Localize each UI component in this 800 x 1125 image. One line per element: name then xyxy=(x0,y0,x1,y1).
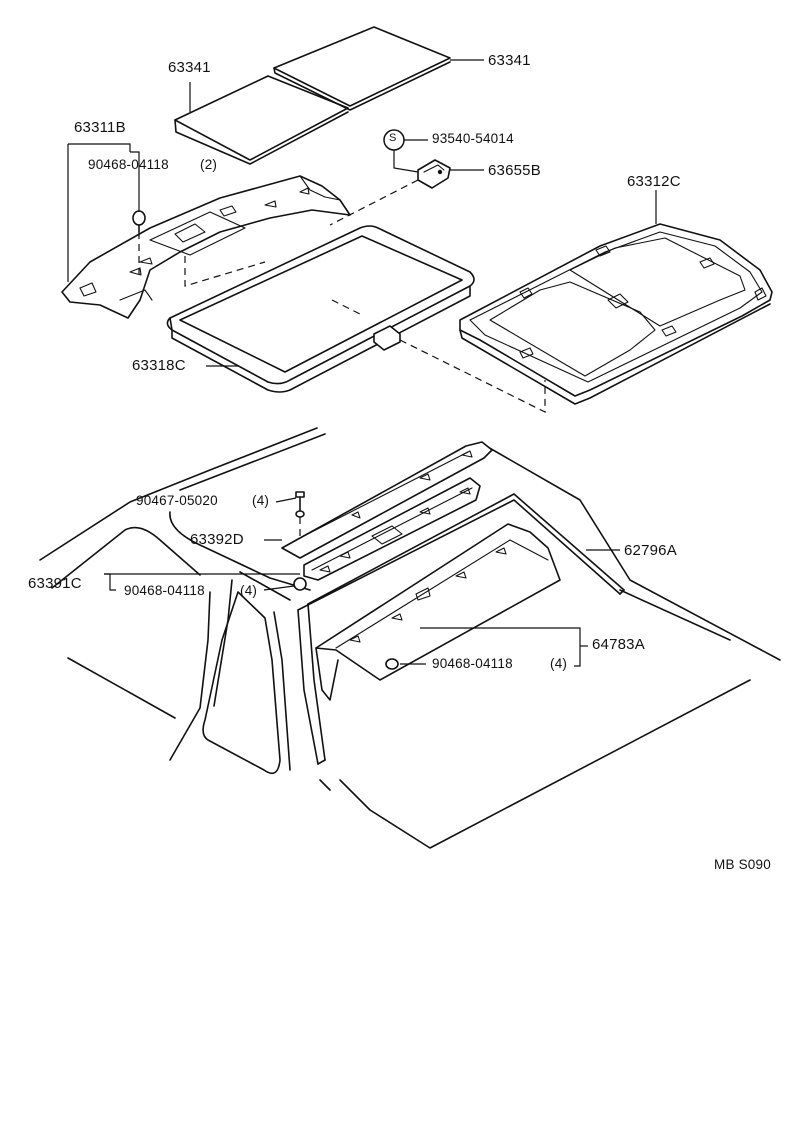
symbol-s-letter: S xyxy=(389,132,397,144)
leader-lines xyxy=(67,59,657,667)
label-90468-04118-a: 90468-04118 xyxy=(88,157,169,172)
front-headliner-panel xyxy=(61,175,351,319)
label-63655B: 63655B xyxy=(488,162,541,179)
diagram-code: MB S090 xyxy=(714,857,771,872)
sunroof-seal-frame xyxy=(166,225,475,393)
label-90468-04118-c-qty: (4) xyxy=(550,656,568,671)
label-64783A: 64783A xyxy=(592,636,645,653)
clip-90468-04118-a xyxy=(132,210,146,233)
bracket-63655B xyxy=(417,159,451,189)
label-90468-04118-b-qty: (4) xyxy=(240,583,258,598)
roof-headliner-63312C xyxy=(459,223,773,405)
label-62796A: 62796A xyxy=(624,542,677,559)
label-63312C: 63312C xyxy=(627,173,681,190)
trim-64783A xyxy=(315,523,561,701)
front-rail-63392D xyxy=(281,441,493,559)
label-90468-04118-c: 90468-04118 xyxy=(432,656,513,671)
label-63392D: 63392D xyxy=(190,531,244,548)
roof-rail-63391C xyxy=(303,477,481,581)
clip-90468-04118-b xyxy=(293,577,307,591)
car-body-outline xyxy=(39,427,781,849)
sunroof-glass-panels xyxy=(174,26,451,165)
label-63311B: 63311B xyxy=(74,119,126,136)
clip-90468-04118-c xyxy=(385,658,399,670)
label-90468-04118-b: 90468-04118 xyxy=(124,583,205,598)
label-93540-54014: 93540-54014 xyxy=(432,131,514,146)
label-63341-right: 63341 xyxy=(488,52,531,69)
label-90467-05020: 90467-05020 xyxy=(136,493,218,508)
label-63341-left: 63341 xyxy=(168,59,211,76)
moulding-62796A xyxy=(297,493,625,765)
label-90468-04118-a-qty: (2) xyxy=(200,157,218,172)
label-90467-05020-qty: (4) xyxy=(252,493,270,508)
label-63391C: 63391C xyxy=(28,575,82,592)
label-63318C: 63318C xyxy=(132,357,186,374)
screw-90467-05020 xyxy=(295,491,305,518)
